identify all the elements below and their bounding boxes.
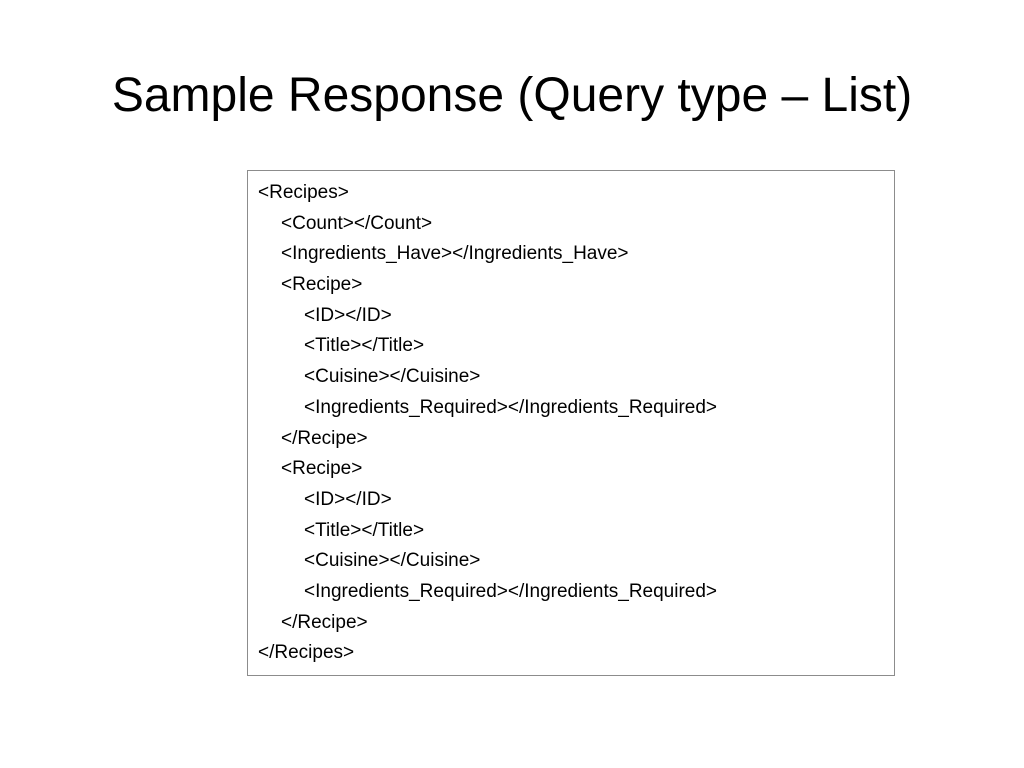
xml-line-id: <ID></ID> xyxy=(304,488,392,510)
xml-line-ingredients-required: <Ingredients_Required></Ingredients_Requ… xyxy=(304,396,718,418)
xml-response-box: <Recipes> <Count></Count> <Ingredients_H… xyxy=(247,170,895,676)
xml-line-id: <ID></ID> xyxy=(304,304,392,326)
xml-line-ingredients-required: <Ingredients_Required></Ingredients_Requ… xyxy=(304,580,718,602)
xml-line-recipes-open: <Recipes> xyxy=(258,182,349,203)
xml-line-ingredients-have: <Ingredients_Have></Ingredients_Have> xyxy=(281,243,629,265)
xml-line-recipe-close: </Recipe> xyxy=(281,427,368,449)
xml-line-recipe-close: </Recipe> xyxy=(281,611,368,633)
xml-line-title: <Title></Title> xyxy=(304,519,425,541)
xml-line-recipe-open: <Recipe> xyxy=(281,458,363,480)
slide-title: Sample Response (Query type – List) xyxy=(111,69,913,122)
xml-line-cuisine: <Cuisine></Cuisine> xyxy=(304,366,481,388)
xml-line-recipes-close: </Recipes> xyxy=(258,642,355,664)
xml-line-title: <Title></Title> xyxy=(304,335,425,357)
xml-line-count: <Count></Count> xyxy=(281,212,433,234)
xml-line-cuisine: <Cuisine></Cuisine> xyxy=(304,550,481,572)
xml-line-recipe-open: <Recipe> xyxy=(281,274,363,296)
